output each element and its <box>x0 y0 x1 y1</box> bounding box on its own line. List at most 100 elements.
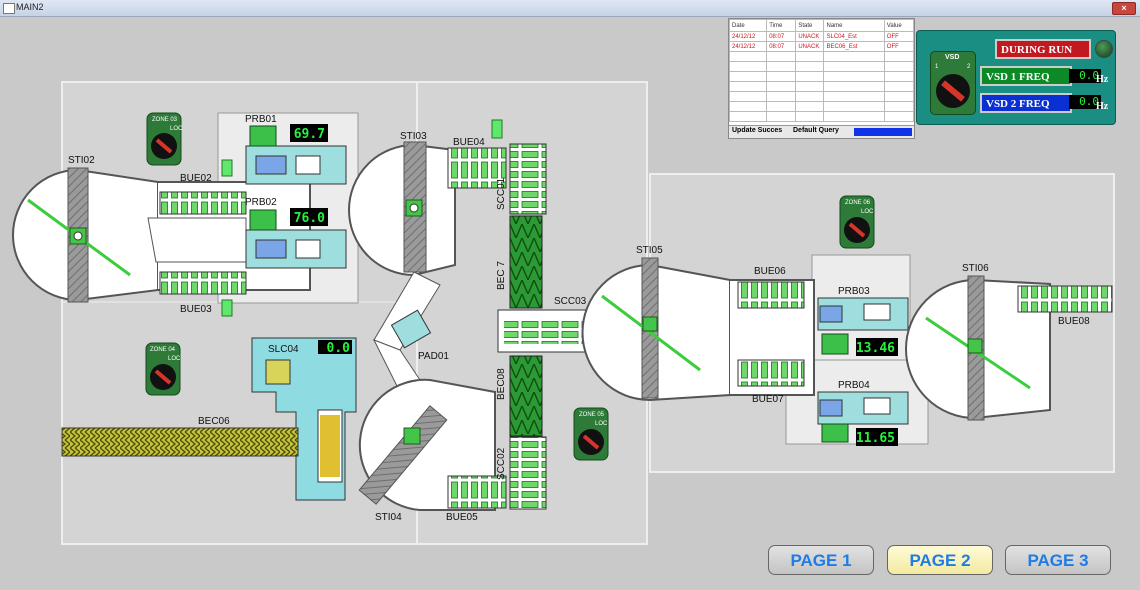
bue08-conveyor[interactable] <box>1017 285 1113 313</box>
table-row <box>728 61 915 72</box>
prb03-press[interactable] <box>817 297 909 355</box>
bue07-conveyor[interactable] <box>737 359 805 387</box>
scc02-label: SCC02 <box>496 447 507 480</box>
vsd-selector[interactable]: VSD 1 2 <box>930 51 976 115</box>
vsd1-hz: Hz <box>1096 74 1109 85</box>
bec08-belt[interactable] <box>509 355 543 437</box>
bec06-label: BEC06 <box>198 416 230 427</box>
bue02-label: BUE02 <box>180 173 212 184</box>
process-schematic: STI02 BUE02 BUE03 69.7 PRB01 76.0 PRB02 … <box>12 81 1115 545</box>
col-state: State <box>795 19 825 32</box>
slc04-value: 0.0 <box>327 341 351 356</box>
bec06-conveyor[interactable] <box>61 427 299 457</box>
vsd1-freq-value: 0.0 <box>1069 69 1101 83</box>
sti05-label: STI05 <box>636 245 663 256</box>
col-time: Time <box>766 19 797 32</box>
status-lamp-icon <box>1095 40 1113 58</box>
zone04-loc: LOC <box>168 356 181 362</box>
vsd1-freq-button[interactable]: VSD 1 FREQ <box>980 66 1072 86</box>
col-value: Value <box>883 19 915 32</box>
bue04-label: BUE04 <box>453 137 485 148</box>
page1-button[interactable]: PAGE 1 <box>768 545 874 575</box>
vsd2-hz: Hz <box>1096 101 1109 112</box>
bue05-conveyor[interactable] <box>447 475 507 509</box>
alarm-table-footer: Update Succes Default Query <box>729 125 914 138</box>
bue05-label: BUE05 <box>446 512 478 523</box>
zone06-label: ZONE 06 <box>845 200 871 206</box>
cell-value: OFF <box>883 31 915 42</box>
table-row[interactable]: 24/12/12 08:07 UNACK BEC06_Est OFF <box>728 41 915 52</box>
col-name: Name <box>823 19 885 32</box>
prb01-label: PRB01 <box>245 114 277 125</box>
scc02-screw[interactable] <box>509 436 547 510</box>
bue02-conveyor[interactable] <box>159 191 247 215</box>
page3-button[interactable]: PAGE 3 <box>1005 545 1111 575</box>
prb01-press[interactable] <box>245 125 347 185</box>
sti06-label: STI06 <box>962 263 989 274</box>
cell-date: 24/12/12 <box>728 31 768 42</box>
scc03-label: SCC03 <box>554 296 587 307</box>
table-row <box>728 91 915 102</box>
cell-date: 24/12/12 <box>728 41 768 52</box>
zone04-selector[interactable] <box>145 342 181 396</box>
zone05-selector[interactable] <box>573 407 609 461</box>
prb04-press[interactable] <box>817 391 909 443</box>
bec07-belt[interactable] <box>509 215 543 309</box>
zone03-selector[interactable] <box>146 112 182 166</box>
during-run-button[interactable]: DURING RUN <box>995 39 1091 59</box>
pad01-label: PAD01 <box>418 351 449 362</box>
pad01-feeder[interactable] <box>390 309 432 349</box>
vsd-selector-label: VSD <box>945 54 960 61</box>
window-titlebar: MAIN2 × <box>0 0 1140 17</box>
bue07-label: BUE07 <box>752 394 784 405</box>
alarm-table-header: Date Time State Name Value <box>728 19 915 32</box>
bue06-label: BUE06 <box>754 266 786 277</box>
cell-value: OFF <box>883 41 915 52</box>
table-row <box>728 51 915 62</box>
window-icon <box>3 3 15 14</box>
bue06-conveyor[interactable] <box>737 281 805 309</box>
cell-state: UNACK <box>795 31 825 42</box>
vsd-control-panel: VSD 1 2 DURING RUN VSD 1 FREQ 0.0 Hz VSD… <box>916 30 1116 125</box>
bue04-conveyor[interactable] <box>447 147 507 189</box>
prb03-readout <box>856 338 898 356</box>
prb04-value: 11.65 <box>856 431 895 446</box>
zone05-label: ZONE 05 <box>579 412 605 418</box>
alarm-query-bar <box>854 128 912 136</box>
zone06-selector[interactable] <box>839 195 875 249</box>
alarm-query-button[interactable]: Default Query <box>793 127 839 134</box>
page2-button[interactable]: PAGE 2 <box>887 545 993 575</box>
bue03-conveyor[interactable] <box>159 271 247 295</box>
cell-time: 08:07 <box>766 31 797 42</box>
slc04-label: SLC04 <box>268 344 299 355</box>
zone03-loc: LOC <box>170 126 183 132</box>
col-date: Date <box>728 19 768 32</box>
prb02-value: 76.0 <box>294 211 325 226</box>
table-row <box>728 71 915 82</box>
alarm-table[interactable]: Date Time State Name Value 24/12/12 08:0… <box>728 18 915 139</box>
table-row <box>728 111 915 122</box>
table-row[interactable]: 24/12/12 08:07 UNACK SLC04_Est OFF <box>728 31 915 42</box>
vsd-selector-pos2: 2 <box>967 64 971 70</box>
sti03-spreader[interactable] <box>348 141 456 277</box>
cell-name: BEC06_Est <box>823 41 885 52</box>
sti06-spreader[interactable] <box>905 275 1051 421</box>
prb04-label: PRB04 <box>838 380 870 391</box>
zone03-label: ZONE 03 <box>152 117 178 123</box>
window-close-button[interactable]: × <box>1112 2 1136 15</box>
slc04-silo[interactable] <box>251 337 357 501</box>
slc04-readout <box>318 340 352 354</box>
bec07-label: BEC 7 <box>496 261 507 290</box>
prb02-readout <box>290 208 328 226</box>
vsd2-freq-value: 0.0 <box>1069 95 1101 109</box>
selector-knob-icon <box>936 74 970 108</box>
prb02-press[interactable] <box>245 209 347 269</box>
vsd2-freq-button[interactable]: VSD 2 FREQ <box>980 93 1072 113</box>
zone05-loc: LOC <box>595 421 608 427</box>
scc01-label: SCC01 <box>496 177 507 210</box>
scc01-screw[interactable] <box>509 143 547 215</box>
zone06-loc: LOC <box>861 209 874 215</box>
alarm-status: Update Succes <box>732 127 783 134</box>
bue03-label: BUE03 <box>180 304 212 315</box>
sti02-label: STI02 <box>68 155 95 166</box>
